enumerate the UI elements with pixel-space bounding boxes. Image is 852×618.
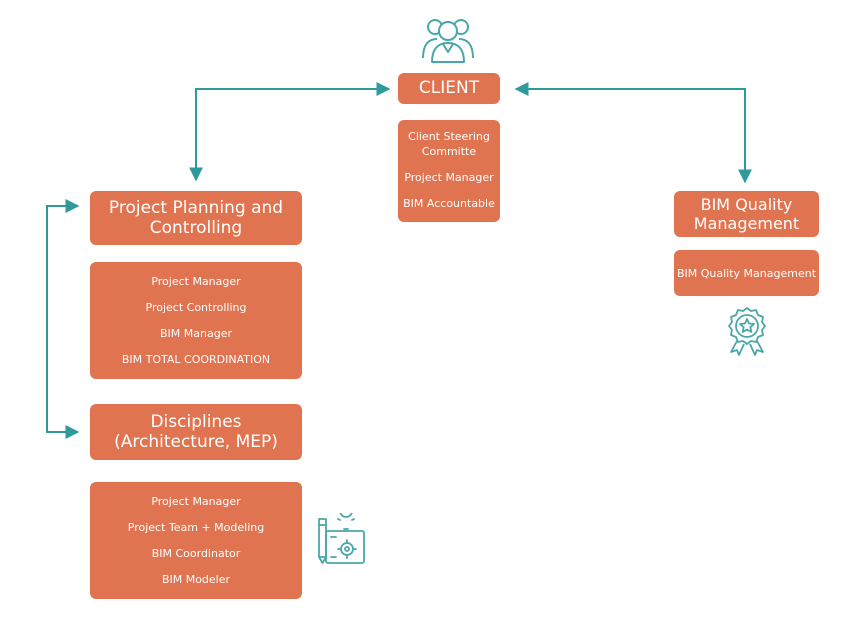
arrow-client-planning (189, 82, 391, 182)
quality-roles-box: BIM Quality Management (674, 250, 819, 296)
design-blueprint-icon (318, 513, 365, 564)
disciplines-role-item: Project Team + Modeling (127, 520, 265, 534)
people-group-icon (422, 19, 474, 63)
planning-title-line: Project Planning and (108, 197, 284, 218)
client-role-line: Committe (421, 145, 477, 158)
disciplines-role-item: BIM Coordinator (151, 547, 241, 561)
client-role-line: Client Steering (408, 130, 490, 143)
quality-role-item: BIM Quality Management (676, 266, 817, 280)
planning-role-item: BIM TOTAL COORDINATION (121, 353, 271, 367)
disciplines-roles-box: Project Manager Project Team + Modeling … (90, 482, 302, 599)
client-role-line: Project Manager (404, 171, 494, 184)
arrow-client-quality (514, 82, 752, 184)
client-role-line: BIM Accountable (403, 197, 495, 210)
disciplines-title-box: Disciplines (Architecture, MEP) (90, 404, 302, 460)
planning-roles-box: Project Manager Project Controlling BIM … (90, 262, 302, 379)
client-title-box: CLIENT (398, 73, 500, 104)
quality-title-line: BIM Quality (700, 194, 793, 214)
planning-role-item: Project Manager (151, 274, 241, 288)
disciplines-title-line: (Architecture, MEP) (114, 432, 278, 452)
planning-role-item: Project Controlling (145, 300, 247, 314)
planning-role-item: BIM Manager (160, 327, 232, 341)
quality-title-box: BIM Quality Management (674, 191, 819, 237)
award-badge-icon (728, 307, 766, 356)
planning-title-box: Project Planning and Controlling (90, 191, 302, 245)
client-roles-box: Client Steering Committe Project Manager… (398, 120, 500, 222)
client-title: CLIENT (418, 78, 480, 99)
planning-title-line: Controlling (149, 218, 243, 238)
quality-title-line: Management (693, 214, 800, 233)
disciplines-role-item: BIM Modeler (161, 573, 231, 587)
disciplines-role-item: Project Manager (151, 494, 241, 508)
disciplines-title-line: Disciplines (150, 411, 242, 432)
arrow-planning-disciplines (46, 199, 80, 439)
